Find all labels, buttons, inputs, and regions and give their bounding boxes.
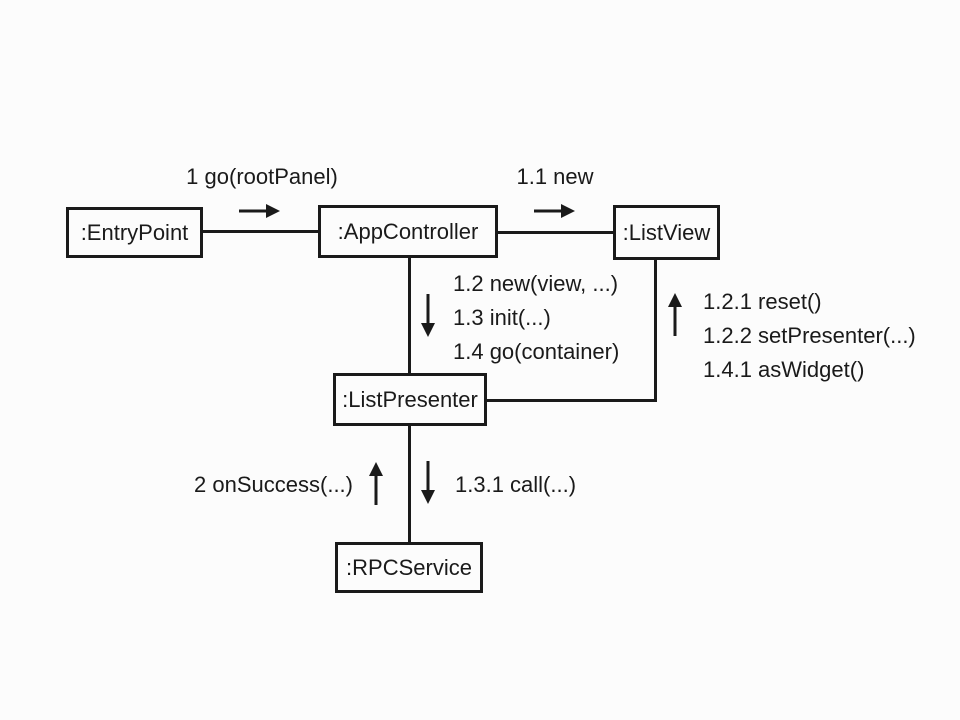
message-label-1-3: 1.3 init(...) xyxy=(453,305,551,330)
message-label-1-1: 1.1 new xyxy=(516,164,594,189)
message-label-1: 1 go(rootPanel) xyxy=(186,164,338,189)
message-label-2: 2 onSuccess(...) xyxy=(194,472,353,497)
node-appcontroller: :AppController xyxy=(318,205,498,258)
node-listview: :ListView xyxy=(613,205,720,260)
node-appcontroller-label: :AppController xyxy=(337,218,479,244)
node-listview-label: :ListView xyxy=(622,219,711,245)
link-appcontroller-listview xyxy=(498,231,613,234)
link-listview-listpresenter-horizontal xyxy=(487,399,657,402)
arrow-right-icon xyxy=(238,201,282,221)
node-entrypoint-label: :EntryPoint xyxy=(80,219,189,245)
node-listpresenter: :ListPresenter xyxy=(333,373,487,426)
link-appcontroller-listpresenter xyxy=(408,258,411,373)
message-label-1-2-1: 1.2.1 reset() xyxy=(703,289,822,314)
arrow-down-icon xyxy=(418,293,438,339)
arrow-down-icon xyxy=(418,460,438,506)
message-label-1-4: 1.4 go(container) xyxy=(453,339,620,364)
message-label-1-2: 1.2 new(view, ...) xyxy=(453,271,619,296)
node-entrypoint: :EntryPoint xyxy=(66,207,203,258)
message-label-1-3-1: 1.3.1 call(...) xyxy=(455,472,577,497)
message-label-1-2-2: 1.2.2 setPresenter(...) xyxy=(703,323,916,348)
node-rpcservice: :RPCService xyxy=(335,542,483,593)
arrow-up-icon xyxy=(665,291,685,337)
link-entrypoint-appcontroller xyxy=(203,230,318,233)
node-listpresenter-label: :ListPresenter xyxy=(342,386,478,412)
arrow-up-icon xyxy=(366,460,386,506)
link-listview-listpresenter-vertical xyxy=(654,260,657,402)
link-listpresenter-rpcservice xyxy=(408,426,411,542)
message-label-1-4-1: 1.4.1 asWidget() xyxy=(703,357,865,382)
node-rpcservice-label: :RPCService xyxy=(346,554,472,580)
arrow-right-icon xyxy=(533,201,577,221)
